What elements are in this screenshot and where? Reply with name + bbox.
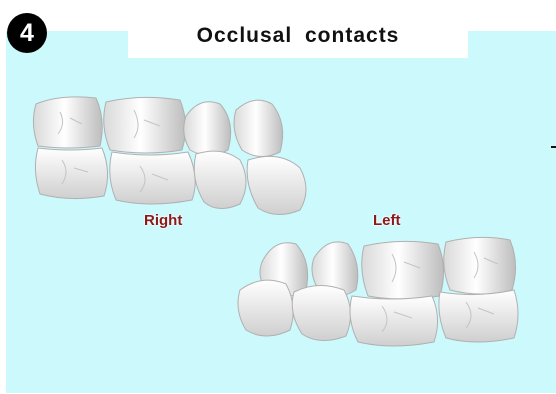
molar-upper-2-icon xyxy=(103,96,186,154)
molar-upper-1-icon xyxy=(32,96,103,149)
molar-upper-4-icon xyxy=(443,236,516,295)
premolar-upper-2-icon xyxy=(233,99,284,157)
premolar-lower-3-icon xyxy=(237,279,294,337)
teeth-right-group xyxy=(32,96,307,215)
premolar-upper-4-icon xyxy=(311,241,359,297)
edge-mark xyxy=(551,146,556,148)
page-title: Occlusal contacts xyxy=(196,24,400,47)
premolar-lower-4-icon xyxy=(291,285,351,341)
title-box: Occlusal contacts xyxy=(128,14,468,58)
right-side-label: Right xyxy=(144,212,183,229)
step-number-badge: 4 xyxy=(7,13,47,53)
molar-lower-1-icon xyxy=(34,147,108,200)
premolar-upper-1-icon xyxy=(183,101,232,156)
left-side-label: Left xyxy=(373,212,401,229)
molar-lower-2-icon xyxy=(109,151,196,205)
premolar-lower-2-icon xyxy=(246,155,307,215)
premolar-lower-1-icon xyxy=(193,150,247,209)
molar-lower-3-icon xyxy=(349,295,438,347)
molar-lower-4-icon xyxy=(438,289,519,343)
teeth-left-group xyxy=(237,236,519,347)
molar-upper-3-icon xyxy=(361,240,444,300)
